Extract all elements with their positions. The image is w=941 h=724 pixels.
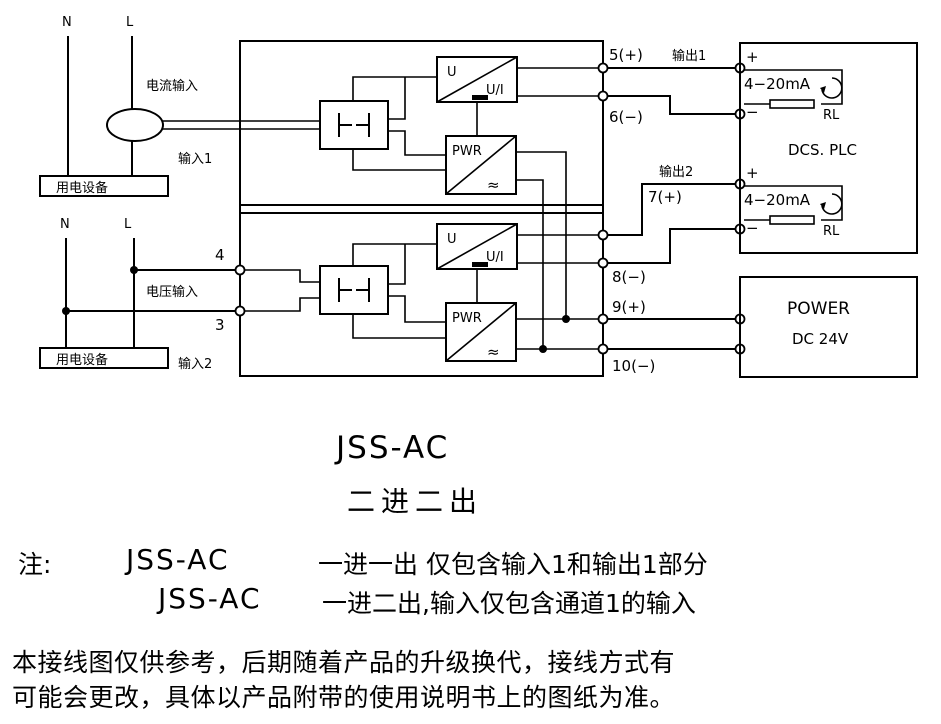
power1-ac-symbol: ≈	[487, 176, 500, 194]
voltage-input-label: 电压输入	[146, 284, 198, 300]
channel-2: U U/I PWR ≈	[240, 223, 603, 362]
note1-text: 一进一出 仅包含输入1和输出1部分	[318, 550, 708, 579]
terminal-10	[597, 343, 609, 355]
terminal-9-label: 9(+)	[612, 298, 646, 316]
terminal-6	[597, 90, 609, 102]
terminal-4-label: 4	[215, 246, 225, 264]
power2-label: PWR	[452, 311, 482, 326]
load1-current-label: 4−20mA	[744, 75, 811, 93]
load2-resistor	[769, 215, 815, 225]
top-mains-circuit: N L 用电设备 电流输入 输入1	[39, 15, 320, 197]
output2-label: 输出2	[659, 164, 693, 180]
output-wiring	[603, 67, 740, 350]
note2-model: JSS-AC	[158, 582, 262, 615]
load2-plus-label: +	[746, 164, 759, 182]
current-transformer	[106, 108, 164, 142]
terminal-6-label: 6(−)	[609, 108, 643, 126]
top-load-device-box	[39, 175, 169, 197]
transmitter-enclosure	[239, 40, 604, 377]
io-config-caption: 二进二出	[347, 485, 484, 518]
isolation-transformer-1	[319, 100, 389, 150]
terminal-5-label: 5(+)	[609, 46, 643, 64]
terminal-3-label: 3	[215, 316, 225, 334]
load1-resistor-label: RL	[823, 108, 840, 123]
power-supply-box: POWER DC 24V	[739, 276, 918, 378]
terminal-7	[597, 229, 609, 241]
model-caption: JSS-AC	[336, 430, 450, 466]
dcs-plc-label: DCS. PLC	[788, 141, 857, 159]
note-prefix: 注:	[18, 550, 52, 579]
converter2-ui-label: U/I	[486, 250, 504, 265]
note2-text: 一进二出,输入仅包含通道1的输入	[322, 589, 696, 618]
dcs-plc-box: DCS. PLC + 4−20mA − RL + 4−20mA − RL	[739, 42, 918, 254]
note1-model: JSS-AC	[126, 543, 230, 576]
current-input-label: 电流输入	[146, 78, 198, 94]
bottom-load-device-label: 用电设备	[56, 352, 108, 368]
converter2-u-label: U	[447, 232, 457, 247]
load1-plus-label: +	[746, 48, 759, 66]
terminal-3	[234, 305, 246, 317]
terminal-8	[597, 257, 609, 269]
load2-current-label: 4−20mA	[744, 191, 811, 209]
power-title: POWER	[787, 299, 850, 319]
load2-minus-label: −	[746, 219, 759, 237]
converter1-ui-label: U/I	[486, 83, 504, 98]
disclaimer-line1: 本接线图仅供参考，后期随着产品的升级换代，接线方式有	[12, 648, 676, 677]
channel-1: U U/I PWR ≈	[319, 56, 603, 349]
top-neutral-label: N	[62, 15, 72, 30]
terminal-10-label: 10(−)	[612, 357, 655, 375]
converter1-u-label: U	[447, 65, 457, 80]
power-spec: DC 24V	[792, 330, 849, 348]
bottom-line-label: L	[124, 217, 132, 232]
power1-label: PWR	[452, 144, 482, 159]
disclaimer-line2: 可能会更改，具体以产品附带的使用说明书上的图纸为准。	[12, 683, 676, 712]
bottom-mains-circuit: N L 用电设备 电压输入 输入2 4 3	[39, 217, 235, 372]
terminal-7-label: 7(+)	[648, 188, 682, 206]
load1-minus-label: −	[746, 103, 759, 121]
terminal-5	[597, 62, 609, 74]
power2-ac-symbol: ≈	[487, 343, 500, 361]
load2-resistor-label: RL	[823, 224, 840, 239]
terminal-8-label: 8(−)	[612, 268, 646, 286]
wiring-diagram: N L 用电设备 电流输入 输入1 N L 用电设备 电压输入 输入2 4 3	[39, 15, 918, 378]
terminal-9	[597, 313, 609, 325]
output1-label: 输出1	[672, 48, 706, 64]
terminal-4	[234, 264, 246, 276]
input2-label: 输入2	[178, 356, 212, 372]
isolation-transformer-2	[319, 265, 389, 315]
bottom-load-device-box	[39, 347, 169, 369]
input1-label: 输入1	[178, 151, 212, 167]
load1-resistor	[769, 99, 815, 109]
bottom-neutral-label: N	[60, 217, 70, 232]
top-line-label: L	[126, 15, 134, 30]
top-load-device-label: 用电设备	[56, 180, 108, 196]
